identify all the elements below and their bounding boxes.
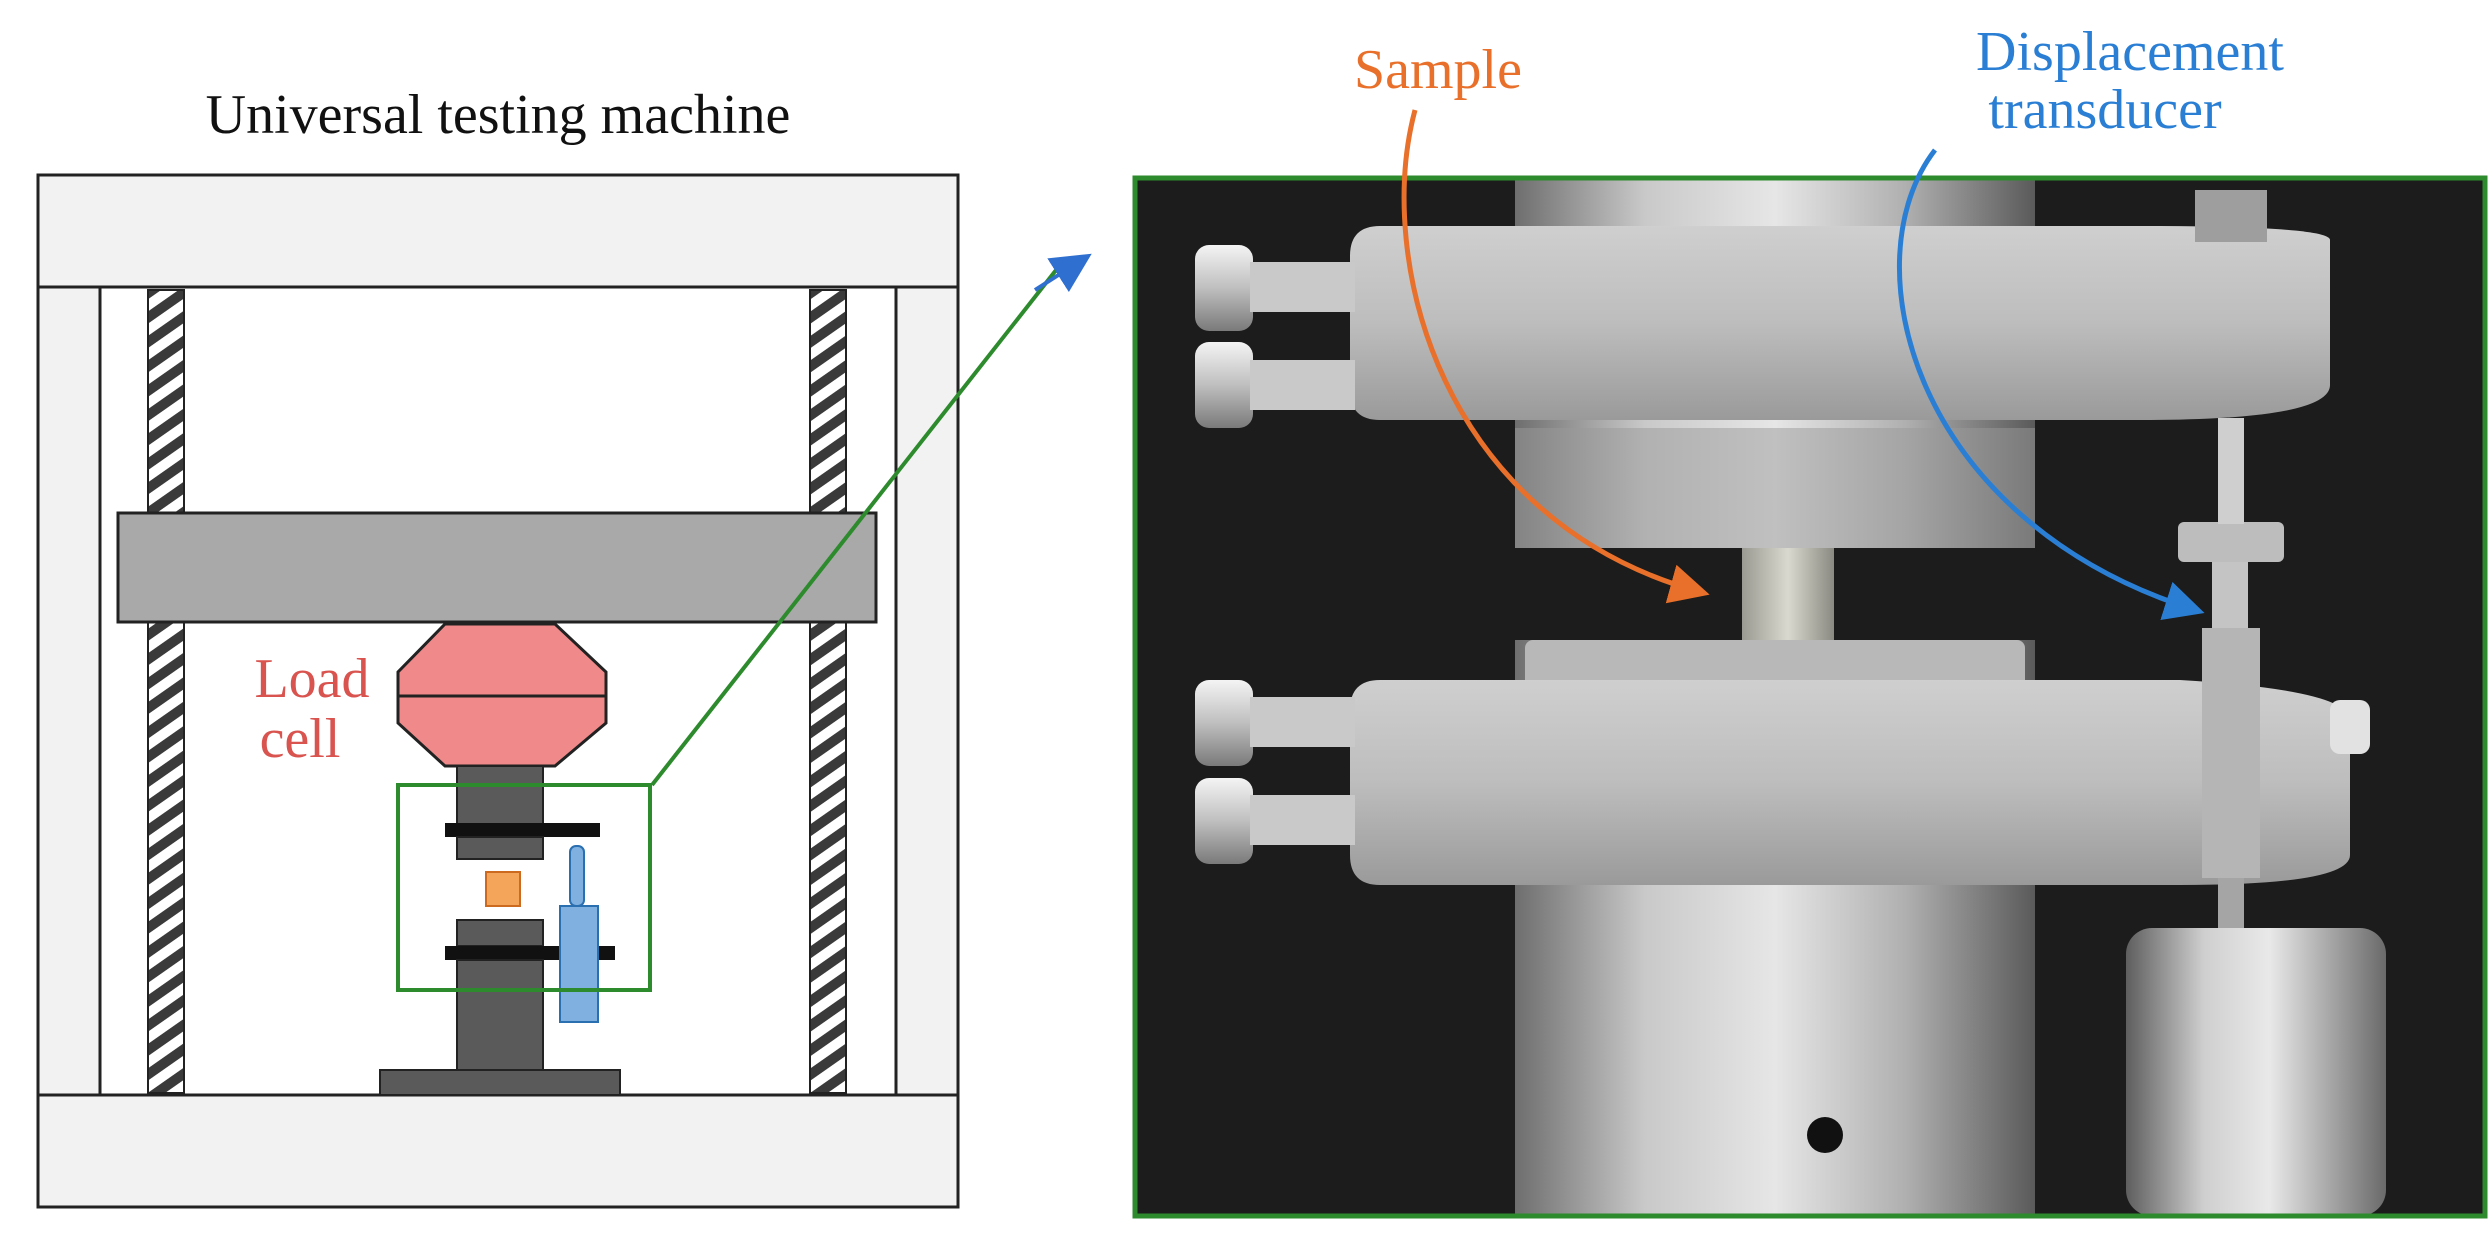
upper-clamp-bar bbox=[445, 823, 600, 837]
sample-label: Sample bbox=[1354, 39, 1522, 101]
bolt-shaft-2 bbox=[1250, 360, 1355, 410]
bolt-head-2 bbox=[1195, 342, 1253, 428]
column-hole bbox=[1807, 1117, 1843, 1153]
sample-arrow bbox=[1401, 109, 1710, 604]
transducer-tip bbox=[2212, 562, 2248, 630]
frame-left-column bbox=[36, 285, 102, 1097]
transducer-rod bbox=[569, 845, 585, 907]
transducer-label-line1: Displacement bbox=[1976, 21, 2284, 83]
machine-base-plate bbox=[379, 1069, 621, 1096]
displacement-transducer-schematic bbox=[559, 845, 599, 1023]
frame-bottom-beam bbox=[36, 1093, 960, 1209]
zoom-region-box bbox=[396, 783, 652, 992]
sample-cube bbox=[485, 871, 521, 907]
displacement-transducer-photo bbox=[2126, 190, 2386, 1216]
transducer-cylinder bbox=[2126, 928, 2386, 1216]
transducer-mid-nut bbox=[2178, 522, 2284, 562]
upper-platen bbox=[456, 765, 544, 825]
transducer-label-line2: transducer bbox=[1988, 79, 2222, 141]
left-lead-screw bbox=[147, 289, 185, 1094]
transducer-arrow bbox=[1897, 148, 2205, 621]
bolt-head-3 bbox=[1195, 680, 1253, 766]
transducer-upper-rod bbox=[2218, 418, 2244, 524]
load-cell-label-line2: cell bbox=[260, 708, 341, 770]
photo-panel bbox=[1135, 178, 2485, 1216]
frame-top-beam bbox=[36, 173, 960, 289]
diagram-title: Universal testing machine bbox=[206, 84, 791, 146]
bolt-head-4 bbox=[1195, 778, 1253, 864]
upper-column-face bbox=[1515, 428, 2035, 548]
transducer-body bbox=[559, 905, 599, 1023]
bolt-shaft-4 bbox=[1250, 795, 1355, 845]
load-cell bbox=[396, 622, 608, 768]
test-fixture bbox=[379, 765, 621, 1096]
bolt-head-1 bbox=[1195, 245, 1253, 331]
lower-platen-upper bbox=[456, 919, 544, 947]
zoom-connector-line bbox=[650, 263, 1062, 787]
lower-clamp bbox=[1350, 680, 2350, 885]
clamp-bolts bbox=[1195, 245, 1355, 864]
right-lead-screw bbox=[809, 289, 847, 1094]
transducer-top-nut bbox=[2195, 190, 2267, 242]
upper-clamp bbox=[1350, 226, 2330, 420]
moving-crosshead bbox=[116, 511, 878, 624]
sample-specimen bbox=[1742, 548, 1834, 648]
bolt-shaft-1 bbox=[1250, 262, 1355, 312]
frame-right-column bbox=[894, 285, 960, 1097]
upper-platen-lower bbox=[456, 836, 544, 860]
bolt-shaft-3 bbox=[1250, 697, 1355, 747]
side-knob bbox=[2330, 700, 2370, 754]
testing-machine-frame bbox=[36, 173, 960, 1209]
load-cell-label-line1: Load bbox=[254, 648, 369, 710]
zoom-arrow-icon bbox=[1033, 253, 1092, 293]
lower-platen bbox=[456, 959, 544, 1073]
transducer-probe bbox=[2202, 628, 2260, 878]
photo-border bbox=[1132, 175, 2488, 1219]
